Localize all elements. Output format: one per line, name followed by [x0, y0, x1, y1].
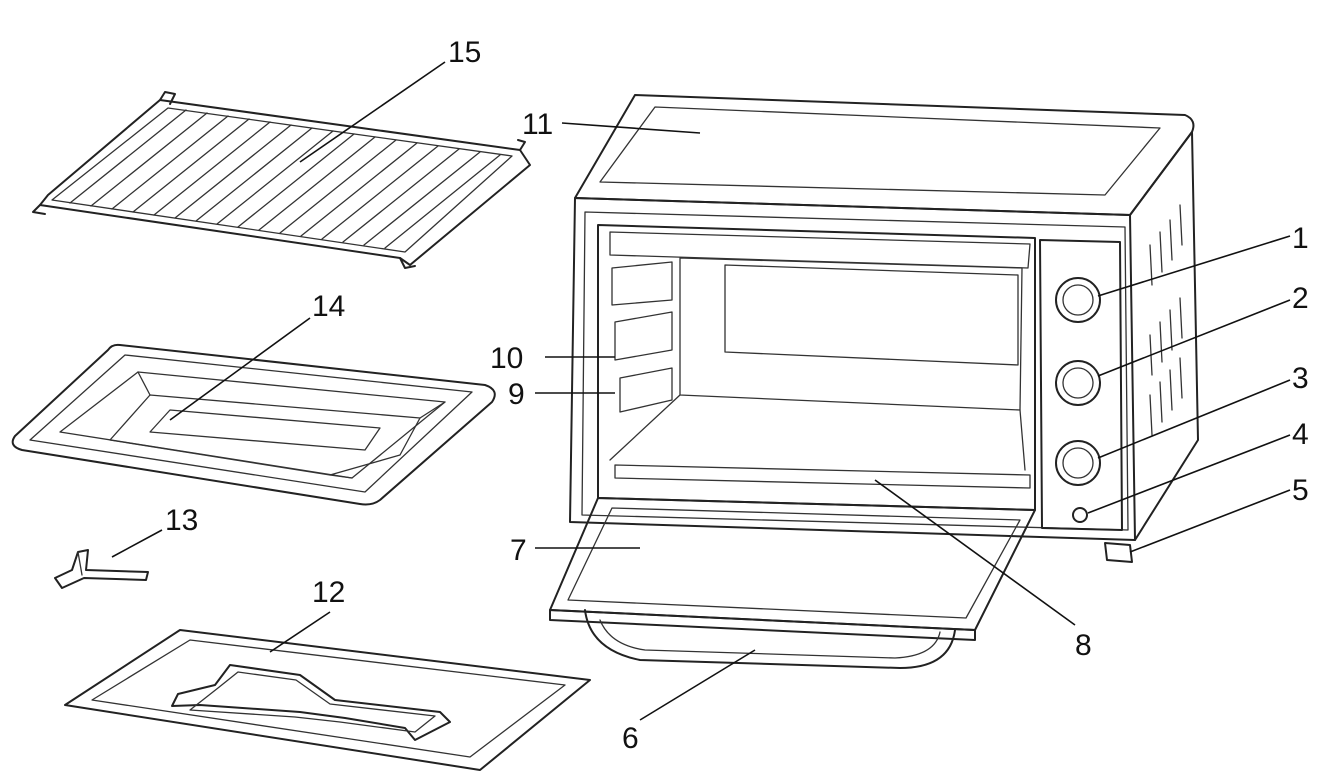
callout-6: 6 [622, 722, 639, 755]
callout-14: 14 [312, 290, 345, 323]
leader-5 [1129, 489, 1291, 553]
baking-tray [11, 343, 496, 506]
leader-8 [874, 479, 1076, 626]
leader-1 [1097, 235, 1291, 297]
callout-12: 12 [312, 576, 345, 609]
callout-3: 3 [1292, 362, 1309, 395]
callout-5: 5 [1292, 474, 1309, 507]
leader-6 [639, 649, 756, 721]
timer-knob [1055, 440, 1101, 486]
leader-15 [299, 61, 446, 163]
callout-8: 8 [1075, 629, 1092, 662]
leader-13 [111, 529, 163, 558]
leader-lines [111, 61, 1291, 721]
callout-labels: 1 2 3 4 5 6 7 8 9 10 11 12 13 14 15 [165, 36, 1309, 755]
oven-body [569, 94, 1199, 563]
callout-9: 9 [508, 378, 525, 411]
oven-door [549, 497, 1036, 669]
callout-1: 1 [1292, 222, 1309, 255]
callout-2: 2 [1292, 282, 1309, 315]
indicator-light [1072, 507, 1088, 523]
leader-12 [269, 611, 331, 653]
leader-3 [1097, 379, 1291, 459]
leader-14 [169, 317, 311, 421]
leader-2 [1097, 299, 1291, 377]
wire-rack [32, 91, 531, 269]
tray-handle [54, 549, 149, 589]
callout-7: 7 [510, 534, 527, 567]
callout-13: 13 [165, 504, 198, 537]
callout-11: 11 [522, 108, 553, 141]
temperature-knob [1055, 277, 1101, 323]
callout-10: 10 [490, 342, 523, 375]
callout-15: 15 [448, 36, 481, 69]
leader-4 [1087, 434, 1291, 514]
callout-4: 4 [1292, 418, 1309, 451]
leader-11 [561, 122, 701, 134]
function-knob [1055, 360, 1101, 406]
crumb-tray [64, 629, 591, 771]
